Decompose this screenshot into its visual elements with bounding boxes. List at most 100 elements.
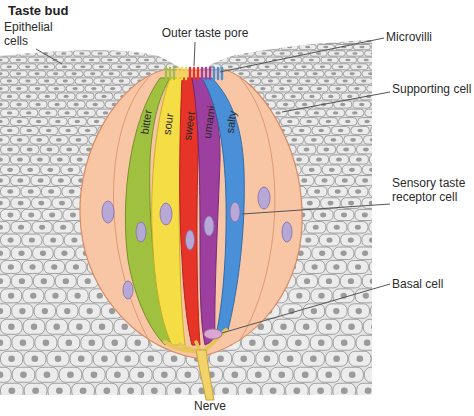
epithelial-nucleus [313,225,319,230]
epithelial-cell [312,247,332,259]
epithelial-cell [376,57,393,63]
epithelial-cell [281,45,298,50]
epithelial-cell [303,93,321,100]
epithelial-nucleus [0,46,3,48]
epithelial-cell [61,165,80,175]
epithelial-cell [101,57,118,63]
epithelial-cell [104,85,122,92]
epithelial-nucleus [70,46,75,48]
epithelial-nucleus [73,103,78,106]
epithelial-nucleus [352,111,357,114]
epithelial-nucleus [228,65,233,68]
epithelial-nucleus [148,356,155,362]
epithelial-cell [343,39,360,44]
epithelial-nucleus [340,103,345,106]
epithelial-nucleus [207,52,212,55]
epithelial-nucleus [376,189,382,194]
epithelial-nucleus [134,340,141,346]
epithelial-nucleus [42,308,48,314]
epithelial-cell [79,304,100,318]
epithelial-cell [1,109,19,117]
epithelial-cell [1,261,22,274]
epithelial-nucleus [387,340,394,346]
epithelial-nucleus [376,225,382,230]
epithelial-cell [110,51,127,56]
epithelial-nucleus [150,40,155,42]
epithelial-cell [330,155,349,164]
epithelial-nucleus [377,264,383,270]
part-label: Microvilli [386,30,472,44]
epithelial-cell [81,335,103,350]
epithelial-nucleus [30,293,36,299]
epithelial-nucleus [162,59,167,62]
epithelial-nucleus [0,120,3,124]
epithelial-nucleus [272,340,279,346]
epithelial-nucleus [310,356,317,362]
cell-body [192,78,220,345]
epithelial-cell [307,39,324,44]
epithelial-nucleus [43,340,50,346]
epithelial-cell [0,399,12,414]
epithelial-cell [319,274,340,287]
epithelial-nucleus [237,404,244,410]
epithelial-nucleus [362,213,368,218]
microvillus [213,68,215,79]
epithelial-nucleus [329,168,335,172]
epithelial-nucleus [76,324,82,330]
epithelial-cell [318,78,336,84]
epithelial-nucleus [312,40,317,42]
epithelial-cell [334,101,352,108]
microvillus [165,68,167,79]
epithelial-cell [295,64,312,70]
nucleus [258,187,270,209]
epithelial-cell [10,155,29,164]
epithelial-cell [333,247,353,259]
epithelial-cell [370,304,391,318]
epithelial-cell [357,383,380,398]
epithelial-nucleus [86,308,92,314]
epithelial-nucleus [141,404,148,410]
leader-line [194,42,195,66]
epithelial-nucleus [305,46,310,48]
epithelial-nucleus [37,157,43,161]
epithelial-cell [118,45,135,50]
epithelial-cell [341,93,359,100]
epithelial-cell [351,126,369,134]
epithelial-cell [23,319,45,334]
epithelial-cell [1,289,22,303]
epithelial-nucleus [27,168,33,172]
epithelial-cell [166,64,183,70]
epithelial-cell [271,39,288,44]
epithelial-cell [0,118,9,126]
epithelial-nucleus [298,87,303,90]
epithelial-cell [30,136,49,144]
epithelial-cell [28,45,45,50]
epithelial-cell [0,155,9,164]
epithelial-cell [31,176,50,186]
epithelial-cell [50,136,69,144]
epithelial-nucleus [268,80,273,83]
epithelial-nucleus [318,129,324,133]
epithelial-nucleus [380,80,385,83]
epithelial-nucleus [384,120,390,124]
epithelial-cell [0,176,10,186]
epithelial-nucleus [285,404,292,410]
epithelial-nucleus [119,80,124,83]
epithelial-nucleus [333,404,340,410]
epithelial-nucleus [371,111,376,114]
epithelial-cell [0,57,9,63]
epithelial-cell [1,145,20,154]
epithelial-nucleus [301,65,306,68]
epithelial-nucleus [69,189,75,194]
epithelial-cell [281,118,299,126]
epithelial-nucleus [333,264,339,270]
epithelial-cell [241,335,263,350]
epithelial-nucleus [328,201,334,206]
epithelial-cell [1,51,18,56]
epithelial-nucleus [290,59,295,62]
epithelial-cell [0,274,10,287]
epithelial-nucleus [18,225,24,230]
epithelial-cell [148,64,165,70]
epithelial-nucleus [287,356,294,362]
epithelial-cell [32,222,52,234]
